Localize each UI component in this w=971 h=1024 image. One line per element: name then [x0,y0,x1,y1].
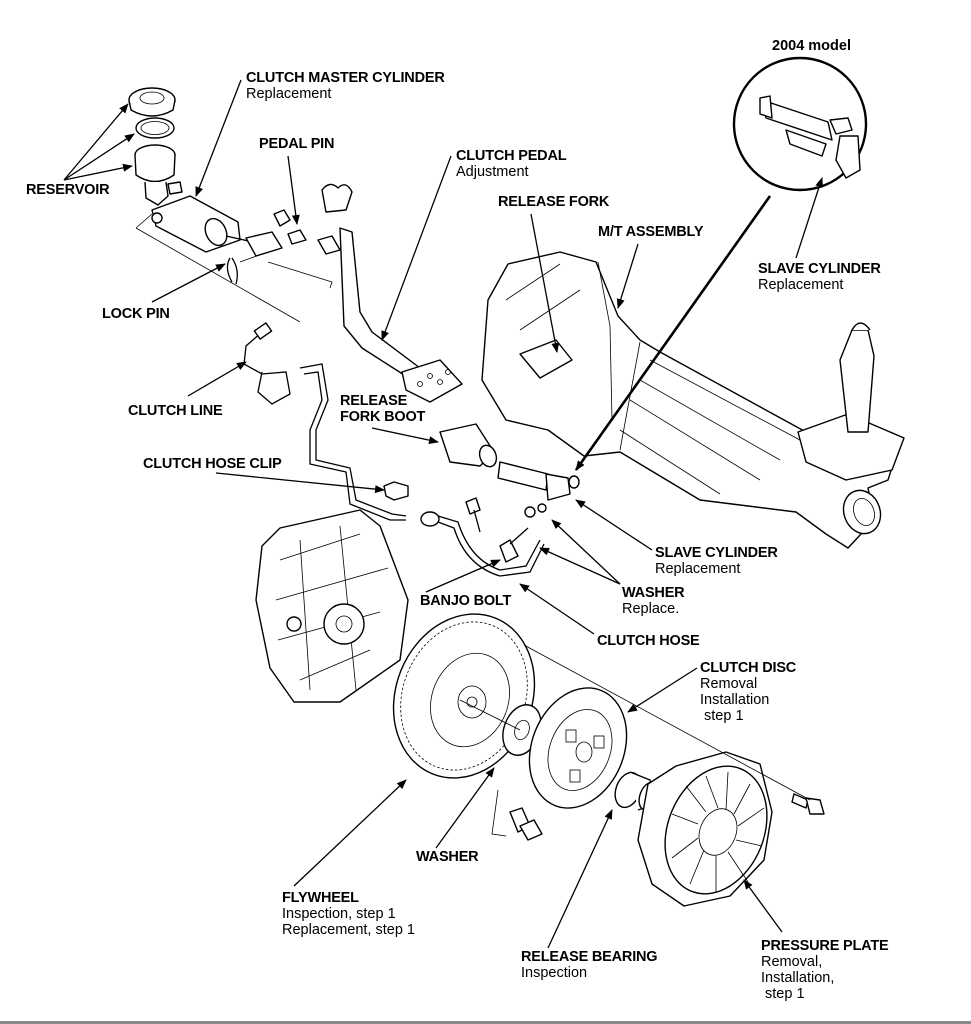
label-clutch-hose: CLUTCH HOSE [597,633,700,649]
label-release-fork: RELEASE FORK [498,194,610,210]
label-release-bearing: RELEASE BEARING Inspection [521,949,658,981]
clutch-pedal-part [317,183,463,403]
label-clutch-hose-clip: CLUTCH HOSE CLIP [143,456,282,472]
reservoir-seal [135,117,175,139]
label-banjo-bolt: BANJO BOLT [420,593,512,609]
lock-pin-part [226,257,238,285]
banjo-bolt-part [499,527,529,563]
label-pressure-plate: PRESSURE PLATE Removal, Installation, st… [761,938,889,1002]
clutch-disc-part [528,687,628,809]
engine-block-part [255,509,409,703]
pedal-pin-parts [273,209,307,245]
label-release-fork-boot: RELEASE FORK BOOT [340,393,426,425]
pressure-plate-part [637,751,773,907]
label-clutch-master-cylinder: CLUTCH MASTER CYLINDER Replacement [246,70,445,102]
flywheel-bolt-part [509,807,543,841]
label-clutch-line: CLUTCH LINE [128,403,223,419]
pressure-plate-bolt-part [791,793,825,815]
slave-cylinder-part [497,461,580,518]
label-reservoir: RESERVOIR [26,182,110,198]
label-flywheel: FLYWHEEL Inspection, step 1 Replacement,… [282,890,415,938]
release-bearing-part [614,771,658,811]
clutch-hose-part [420,497,545,577]
label-mt-assembly: M/T ASSEMBLY [598,224,704,240]
bottom-divider [0,1021,971,1024]
label-clutch-pedal: CLUTCH PEDAL Adjustment [456,148,567,180]
clutch-line-part [243,322,407,521]
inset-2004-model [732,56,868,192]
release-fork-boot-part [439,423,498,468]
label-slave-cylinder-2004: SLAVE CYLINDER Replacement [758,261,881,293]
mt-assembly-part [481,251,905,549]
label-pedal-pin: PEDAL PIN [259,136,335,152]
label-washer-replace: WASHER Replace. [622,585,685,617]
leader-lines [63,79,824,949]
label-washer: WASHER [416,849,479,865]
clutch-hose-clip-part [383,481,409,501]
reservoir-body [134,144,183,206]
label-clutch-disc: CLUTCH DISC Removal Installation step 1 [700,660,797,724]
label-lock-pin: LOCK PIN [102,306,170,322]
reservoir-cap [128,87,176,117]
label-slave-cylinder: SLAVE CYLINDER Replacement [655,545,778,577]
inset-pointer-line [574,195,772,471]
inset-caption: 2004 model [772,38,851,54]
master-cylinder-part [151,195,283,257]
